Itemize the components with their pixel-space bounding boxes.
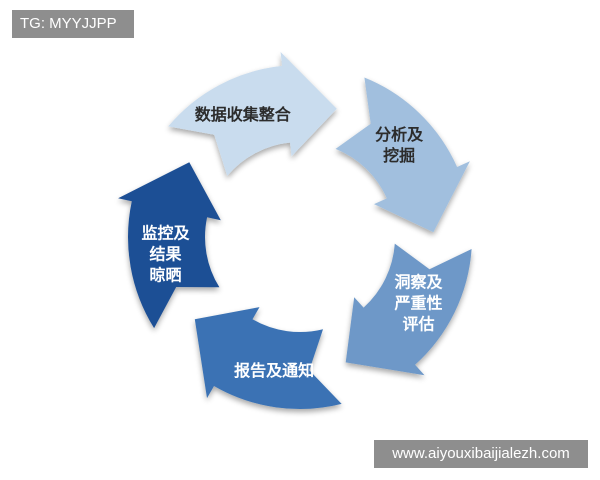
watermark-top-left: TG: MYYJJPP xyxy=(12,10,134,38)
label-report: 报告及通知 xyxy=(234,361,314,380)
label-data-collection: 数据收集整合 xyxy=(195,105,292,124)
label-line: 晾晒 xyxy=(149,266,181,285)
label-line: 结果 xyxy=(148,245,181,264)
arrow-analysis xyxy=(335,77,470,233)
label-line: 报告及通知 xyxy=(234,361,314,380)
arrow-monitor xyxy=(118,162,221,329)
label-line: 数据收集整合 xyxy=(195,105,292,124)
arrow-report xyxy=(194,307,342,410)
label-line: 监控及 xyxy=(141,224,190,243)
watermark-bottom-right: www.aiyouxibaijialezh.com xyxy=(374,440,588,468)
label-insight: 洞察及严重性评估 xyxy=(393,273,443,334)
label-line: 分析及 xyxy=(375,125,424,144)
arrow-insight xyxy=(345,243,472,376)
label-line: 挖掘 xyxy=(383,146,415,165)
label-analysis: 分析及挖掘 xyxy=(375,125,424,165)
label-line: 洞察及 xyxy=(394,273,443,292)
label-line: 评估 xyxy=(402,315,434,334)
label-line: 严重性 xyxy=(393,294,442,313)
label-monitor: 监控及结果晾晒 xyxy=(141,224,190,285)
arrow-data-collection xyxy=(168,52,337,176)
